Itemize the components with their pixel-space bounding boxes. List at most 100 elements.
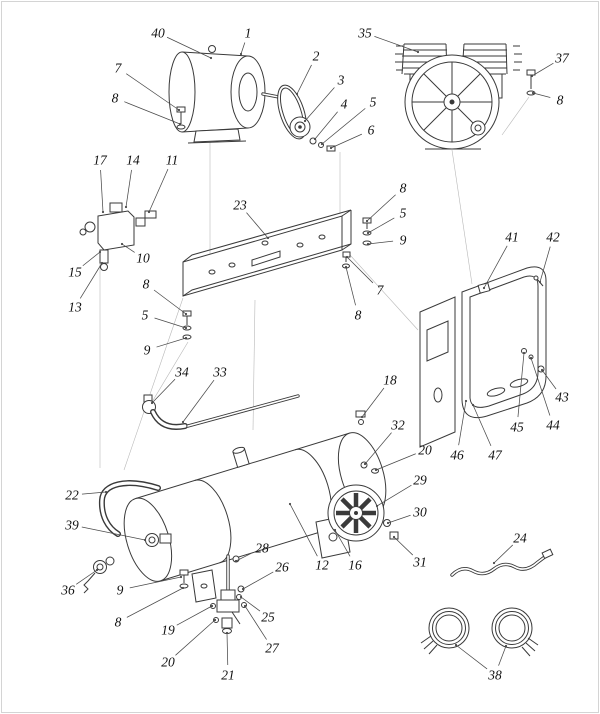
pump-pulley [470,120,486,136]
callout-32-37: 32 [390,418,405,433]
leader-line-31-41 [393,536,414,556]
leader-tip-6-8 [329,146,333,150]
leader-line-18-36 [361,387,385,418]
leader-line-32-37 [364,432,392,465]
leader-tip-30-40 [386,521,390,525]
callout-29-39: 29 [413,473,427,488]
fastener-stack-left [182,310,192,340]
callout-27-51: 27 [265,641,280,656]
leader-tip-7-25 [345,255,349,259]
leader-tip-23-21 [266,236,270,240]
leader-tip-18-36 [360,415,364,419]
leader-line-38-57 [455,644,488,670]
leader-tip-8-18 [184,312,188,316]
leader-line-4-6 [314,111,338,140]
leader-tip-21-49 [225,631,229,635]
callout-14-13: 14 [126,153,140,168]
leader-tip-1-1 [239,52,243,56]
leader-line-29-39 [376,484,412,507]
callout-17-12: 17 [93,153,108,168]
drain-hose [450,548,554,577]
leader-line-16-55 [334,529,351,557]
callout-24-56: 24 [513,531,527,546]
leader-tip-45-31 [522,351,526,355]
leader-line-7-2 [126,73,180,111]
leader-tip-39-43 [143,538,147,542]
leader-line-8-18 [153,289,187,315]
callout-8-22: 8 [400,181,407,196]
leader-line-8-26 [345,266,356,306]
callout-8-46: 8 [115,615,122,630]
belt-guard [419,266,547,448]
leader-line-20-48 [175,619,216,656]
leader-tip-31-41 [392,535,396,539]
leader-tip-8-26 [344,265,348,269]
callout-28-53: 28 [255,541,269,556]
callout-9-24: 9 [400,233,407,248]
leader-line-8-11 [532,92,551,98]
leader-tip-34-34 [150,401,154,405]
leader-tip-37-10 [530,74,534,78]
callout-16-55: 16 [348,558,362,573]
leader-tip-38-57 [454,643,458,647]
leader-tip-7-2 [177,108,181,112]
leader-line-41-27 [483,245,508,289]
guard-cover [461,266,547,419]
callout-6-8: 6 [368,123,375,138]
callout-7-25: 7 [377,283,385,298]
leader-tip-43-29 [540,368,544,372]
leader-line-9-20 [156,337,187,348]
leader-line-46-32 [458,400,467,446]
leader-line-21-49 [226,632,229,666]
leader-line-28-53 [235,552,254,562]
leader-line-25-50 [240,596,261,612]
leader-line-44-30 [530,357,551,416]
leader-tip-17-12 [101,210,105,214]
fastener-stack-bottom [179,569,189,589]
leader-tip-9-20 [184,336,188,340]
leader-line-17-12 [100,169,104,213]
leader-tip-20-38 [374,468,378,472]
leader-tip-29-39 [375,504,379,508]
leader-line-47-33 [472,404,492,446]
leader-tip-25-50 [239,595,243,599]
leader-line-20-38 [375,453,416,471]
motor-bolt [176,106,186,130]
leader-tip-28-53 [234,559,238,563]
fastener-plate-bolt [342,251,351,269]
callout-44-30: 44 [546,418,560,433]
leader-tip-9-24 [366,242,370,246]
leader-line-10-16 [121,243,135,253]
callout-38-57: 38 [487,668,502,683]
leader-line-8-22 [366,194,396,222]
wheel [327,484,385,542]
callout-26-52: 26 [275,560,289,575]
callout-15-15: 15 [68,265,82,280]
leader-line-15-15 [82,251,101,267]
hose-coil-left [420,607,470,655]
leader-tip-41-27 [482,286,486,290]
leader-tip-22-42 [104,490,108,494]
leader-tip-26-52 [241,587,245,591]
callout-8-18: 8 [143,277,150,292]
leader-line-39-43 [81,526,146,541]
motor [168,45,286,144]
pump-bolt [526,69,536,96]
leader-tip-15-15 [98,250,102,254]
callout-36-44: 36 [60,583,75,598]
construction-lines [99,96,530,471]
leader-tip-8-11 [531,91,535,95]
leader-tip-40-0 [209,56,213,60]
callout-40-0: 40 [151,26,165,41]
leader-tip-47-33 [471,403,475,407]
leader-line-26-52 [242,571,274,590]
leader-tip-11-14 [147,210,151,214]
leader-line-8-46 [126,587,184,618]
callout-7-2: 7 [115,61,123,76]
leader-line-7-25 [346,256,374,284]
leader-tip-32-37 [363,462,367,466]
callout-30-40: 30 [412,505,427,520]
callout-20-48: 20 [161,655,175,670]
quick-coupler [83,556,115,594]
callout-22-42: 22 [65,488,79,503]
